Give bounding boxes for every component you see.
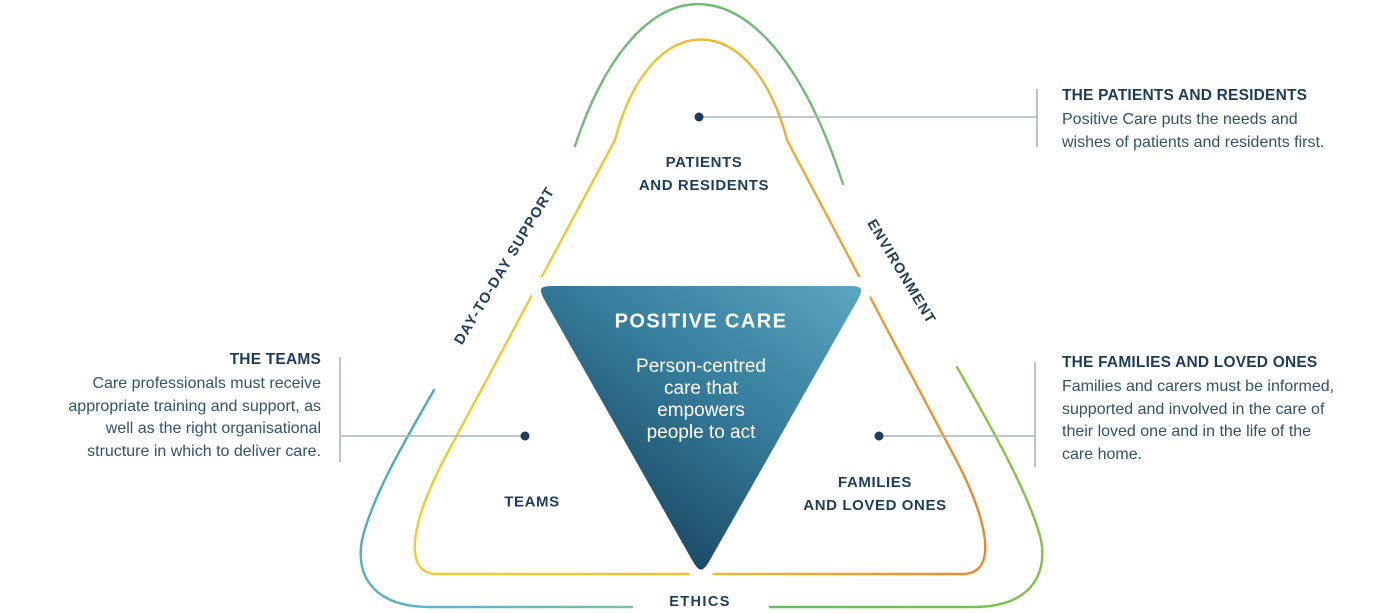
callout-teams-body: Care professionals must receive appropri… (68, 375, 321, 460)
callout-patients-heading: THE PATIENTS AND RESIDENTS (1062, 87, 1308, 104)
outer-triangle-right-segment (768, 365, 1044, 609)
outer-triangle-apex-segment (573, 2, 845, 186)
patients-connector-dot (694, 112, 704, 122)
inner-triangle-outline (413, 38, 987, 576)
core-title: POSITIVE CARE (614, 310, 788, 333)
families-connector (874, 362, 1036, 467)
outer-triangle-left-segment (359, 388, 634, 609)
callout-families-heading: THE FAMILIES AND LOVED ONES (1062, 354, 1318, 371)
callout-families: THE FAMILIES AND LOVED ONES Families and… (1062, 354, 1400, 466)
vertex-label-patients: PATIENTS AND RESIDENTS (638, 154, 770, 194)
core-triangle (530, 276, 872, 580)
edge-label-ethics: ETHICS (669, 594, 731, 610)
patients-connector (694, 89, 1038, 147)
families-connector-dot (874, 431, 884, 441)
vertex-label-teams: TEAMS (504, 493, 560, 511)
callout-teams-heading: THE TEAMS (229, 351, 321, 368)
teams-connector-dot (520, 431, 530, 441)
callout-patients-body: Positive Care puts the needs and wishes … (1062, 111, 1325, 151)
core-body: Person-centred care that empowers people… (636, 356, 766, 443)
teams-connector (339, 357, 530, 462)
callout-patients: THE PATIENTS AND RESIDENTS Positive Care… (1062, 87, 1400, 154)
vertex-label-families: FAMILIES AND LOVED ONES (803, 474, 947, 514)
callout-families-body: Families and carers must be informed, su… (1062, 378, 1335, 463)
callout-teams: THE TEAMS Care professionals must receiv… (0, 351, 321, 463)
